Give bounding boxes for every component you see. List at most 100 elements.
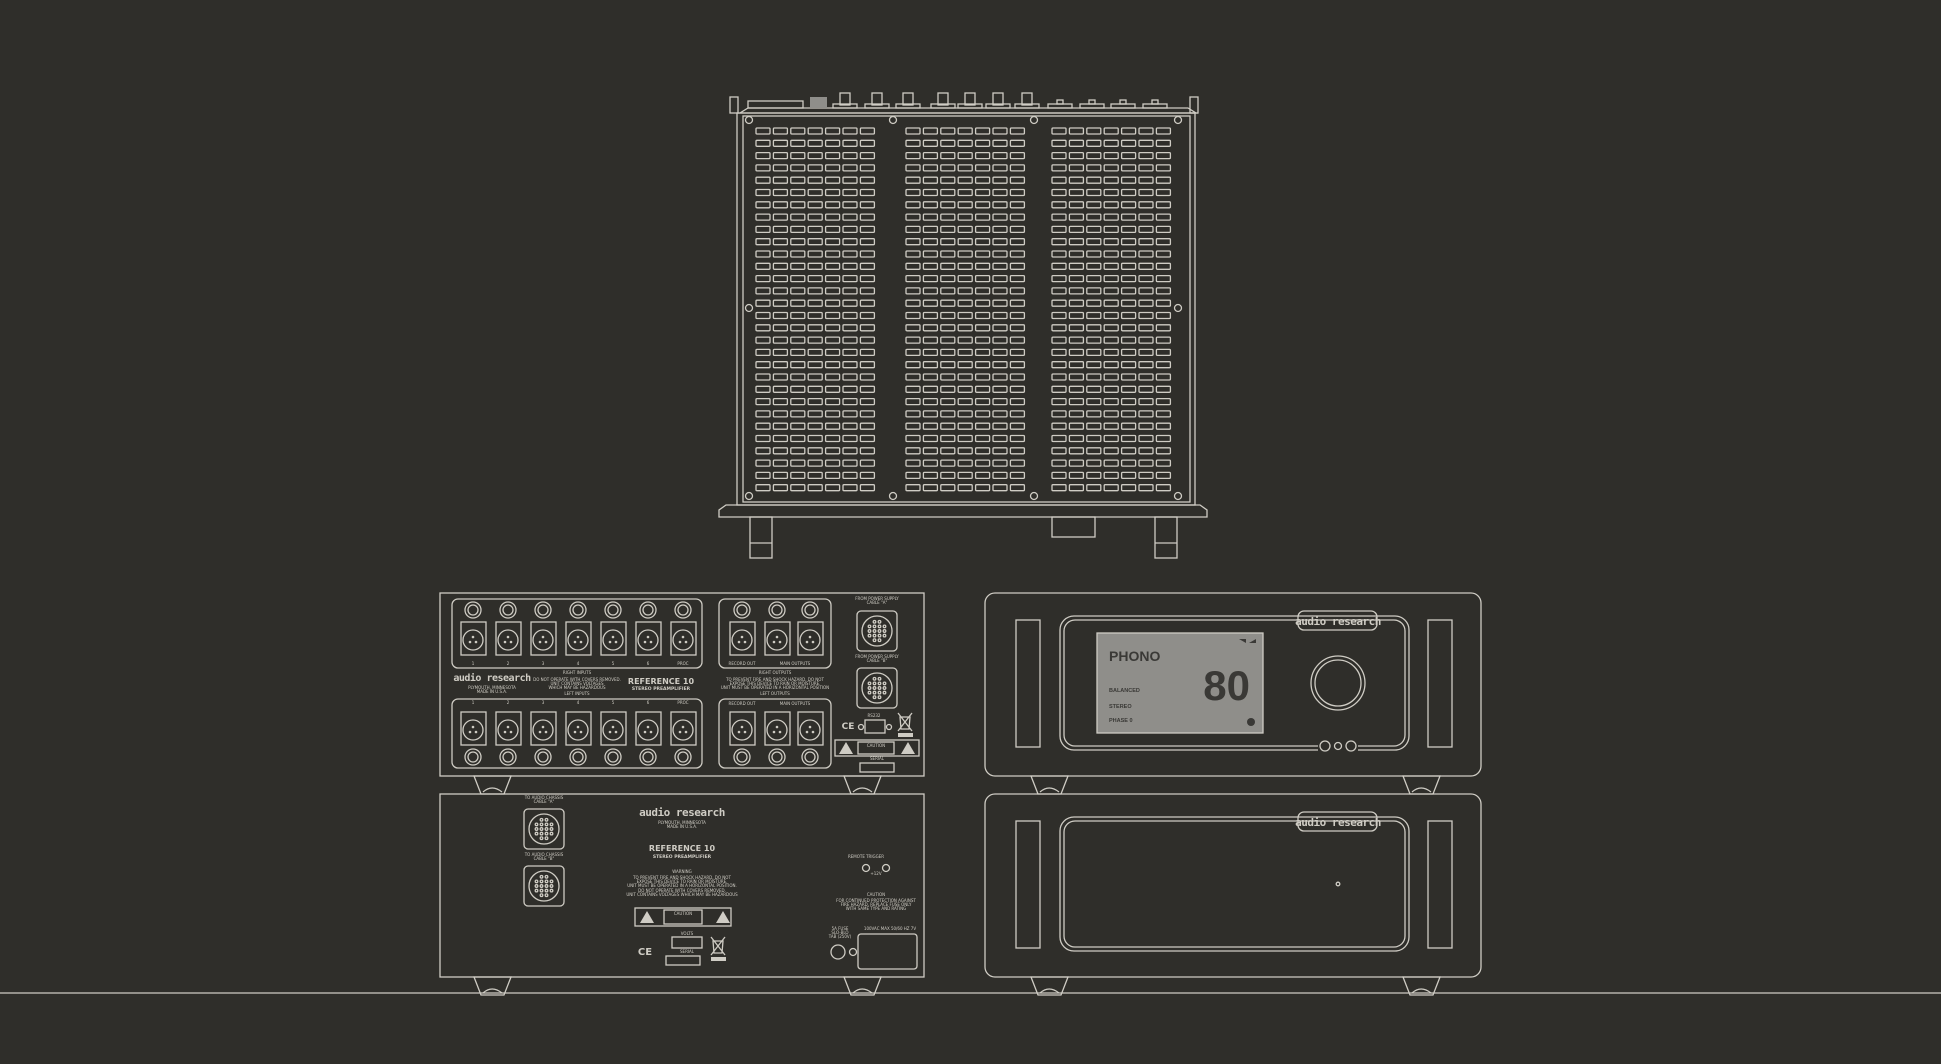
right-inputs-label: RIGHT INPUTS: [563, 670, 592, 675]
vent-slot: [905, 471, 921, 480]
pin: [882, 690, 887, 695]
vent-slot: [807, 361, 823, 369]
foot: [749, 516, 773, 559]
vent-slot: [1009, 127, 1026, 135]
xlr-connector-icon: [635, 711, 662, 746]
chassis-outline: [984, 592, 1482, 777]
vent-slot: [1120, 422, 1137, 430]
trigger-voltage: +12V: [870, 871, 881, 876]
made-in-text: MADE IN U.S.A.: [477, 689, 507, 694]
vent-slot: [1103, 348, 1119, 357]
caution-title: CAUTION: [867, 892, 885, 897]
pin: [872, 629, 877, 633]
input-label: 4: [577, 661, 580, 666]
pin: [743, 640, 747, 644]
vent-slot: [922, 422, 939, 430]
pin: [778, 730, 782, 734]
vent-slot: [1068, 164, 1085, 172]
vent-slot: [974, 471, 991, 480]
pin: [534, 879, 539, 884]
vent-slot: [824, 176, 841, 184]
input-label: 6: [647, 700, 650, 705]
vent-slot: [807, 274, 823, 283]
pin: [539, 884, 544, 888]
pin: [877, 695, 882, 700]
vent-slot: [1068, 324, 1085, 332]
vent-slot: [824, 484, 841, 492]
volume-knob: [1310, 655, 1366, 711]
vent-slot: [1155, 274, 1172, 283]
pin: [737, 730, 741, 734]
pin: [544, 888, 549, 893]
vent-slot: [790, 151, 806, 160]
vent-slot: [1120, 373, 1137, 381]
vent-slot: [992, 139, 1008, 147]
vent-slot: [957, 262, 973, 270]
vent-slot: [859, 447, 876, 455]
power-supply-top-view: [718, 92, 1208, 559]
vent-slot: [905, 262, 921, 270]
vent-slot: [1155, 447, 1172, 455]
vent-slot: [824, 274, 841, 283]
cable-label: TO AUDIO CHASSIS: [524, 795, 564, 800]
vent-slot: [790, 201, 806, 209]
rca-jack-icon: [464, 748, 482, 766]
vent-slot: [772, 164, 789, 172]
vent-slot: [1086, 471, 1102, 480]
jack-base: [957, 103, 983, 109]
vent-slot: [922, 459, 939, 467]
rca-jack-icon: [639, 601, 657, 619]
vent-slot: [957, 139, 973, 147]
vent-slot: [790, 336, 806, 344]
vent-slot: [957, 459, 973, 467]
vent-slot: [1120, 336, 1137, 344]
vent-slot: [1155, 188, 1172, 197]
pin: [877, 676, 882, 681]
vent-slot: [1155, 287, 1172, 295]
signal-icon: [1239, 639, 1256, 643]
xlr-ring: [799, 719, 821, 741]
caution-box: [857, 741, 895, 755]
vent-slot: [957, 361, 973, 369]
vent-slot: [905, 373, 921, 381]
vent-slot: [1155, 127, 1172, 135]
vent-slot: [922, 397, 939, 406]
vent-slot: [922, 385, 939, 393]
pin: [579, 730, 583, 734]
serial-plate: [665, 955, 701, 966]
vent-slot: [1138, 238, 1154, 246]
rca-inner: [771, 604, 783, 616]
vent-slot: [1138, 188, 1154, 197]
vent-slot: [859, 361, 876, 369]
jack-base: [1014, 103, 1040, 109]
cable-label: CABLE "A": [534, 799, 555, 804]
vent-slot: [957, 484, 973, 492]
xlr-ring: [799, 629, 821, 651]
vent-slot: [1009, 324, 1026, 332]
xlr-connector-icon: [764, 621, 791, 656]
pin: [882, 633, 887, 638]
vent-slot: [824, 373, 841, 381]
vent-slot: [1103, 336, 1119, 344]
display-mode: BALANCED: [1109, 688, 1140, 694]
vent-slot: [974, 410, 991, 418]
ce-mark: CE: [842, 722, 855, 732]
vent-slot: [1009, 484, 1026, 492]
vent-slot: [1051, 348, 1067, 357]
vent-slot: [824, 164, 841, 172]
vent-slot: [957, 422, 973, 430]
vent-slot: [1009, 250, 1026, 258]
pin: [576, 635, 580, 639]
vent-slot: [1155, 151, 1172, 160]
vent-slot: [772, 213, 789, 221]
vent-slot: [755, 139, 771, 147]
pin: [544, 822, 549, 827]
connector-ring: [528, 870, 560, 902]
foot: [473, 976, 512, 996]
vent-slot: [1120, 459, 1137, 467]
vent-slot: [1068, 385, 1085, 393]
vent-slot: [905, 422, 921, 430]
model-subtitle: STEREO PREAMPLIFIER: [632, 686, 691, 692]
vent-slot: [824, 225, 841, 234]
warning-text: WHICH MAY BE HAZARDOUS: [548, 685, 606, 690]
